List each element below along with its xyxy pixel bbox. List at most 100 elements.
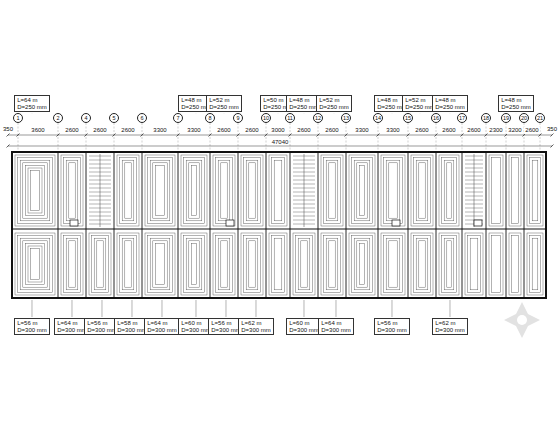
heating-coil xyxy=(321,155,343,226)
heating-coil xyxy=(444,238,454,290)
partition-wall xyxy=(142,152,143,298)
leader-line xyxy=(195,300,196,317)
loop-text: D=300 mm xyxy=(211,327,241,334)
heating-coil xyxy=(329,163,335,218)
partition-wall xyxy=(506,152,507,298)
heating-coil xyxy=(122,160,134,221)
dimension-tick xyxy=(113,134,116,137)
axis-line xyxy=(436,123,437,152)
partition-wall xyxy=(436,152,437,298)
heating-coil xyxy=(298,238,310,290)
grid-bubble: 17 xyxy=(457,113,467,123)
heating-coil xyxy=(349,155,375,226)
heating-coil xyxy=(416,160,428,221)
heating-coil xyxy=(15,233,55,295)
heating-coil xyxy=(509,155,521,226)
grid-bubble: 15 xyxy=(403,113,413,123)
loop-text: D=300 mm xyxy=(17,327,47,334)
dimension-text: 2600 xyxy=(64,127,79,134)
heating-coil xyxy=(439,233,459,295)
heating-coil xyxy=(191,165,196,215)
loop-text: L=64 m xyxy=(57,320,87,327)
loop-tag: L=48 mD=250 mm xyxy=(432,95,468,112)
loop-text: D=250 mm xyxy=(289,104,319,111)
heating-coil xyxy=(414,158,431,224)
dimension-tick xyxy=(265,134,268,137)
heating-coil xyxy=(442,236,457,293)
heating-coil xyxy=(269,155,287,226)
heating-coil xyxy=(381,233,405,295)
heating-coil xyxy=(28,168,42,213)
heating-coil xyxy=(64,158,81,224)
heating-coil xyxy=(66,160,78,221)
dimension-text: 3300 xyxy=(152,127,167,134)
heating-coil xyxy=(148,236,173,293)
heating-coil xyxy=(293,233,315,295)
loop-text: D=250 mm xyxy=(501,104,531,111)
heating-coil xyxy=(249,163,255,218)
loop-text: L=48 m xyxy=(435,97,465,104)
heating-coil xyxy=(272,158,285,224)
dimension-text: 2600 xyxy=(120,127,135,134)
leader-line xyxy=(31,113,32,114)
heating-coil xyxy=(61,233,83,295)
axis-line xyxy=(346,123,347,152)
loop-text: L=64 m xyxy=(321,320,351,327)
heating-coil xyxy=(447,241,451,287)
heating-coil xyxy=(125,241,131,287)
grid-bubble: 5 xyxy=(109,113,119,123)
stair-rail xyxy=(304,154,305,227)
heating-coil xyxy=(92,236,109,293)
heating-coil xyxy=(186,238,202,290)
loop-text: D=250 mm xyxy=(17,104,47,111)
dimension-text: 2600 xyxy=(466,127,481,134)
heating-coil xyxy=(274,238,282,290)
manifold-symbol xyxy=(392,220,400,226)
loop-tag: L=64 mD=300 mm xyxy=(144,318,180,335)
loop-text: L=64 m xyxy=(147,320,177,327)
grid-bubble: 4 xyxy=(81,113,91,123)
grid-bubble: 19 xyxy=(501,113,511,123)
heating-coil xyxy=(386,238,400,290)
dimension-tick xyxy=(57,134,60,137)
stair-rail xyxy=(474,154,475,227)
heating-coil xyxy=(269,233,287,295)
loop-tag: L=48 mD=250 mm xyxy=(498,95,534,112)
dimension-line xyxy=(8,135,552,136)
partition-wall xyxy=(346,152,347,298)
dimension-tick xyxy=(7,134,10,137)
loop-text: L=62 m xyxy=(435,320,465,327)
dimension-text: 3000 xyxy=(270,127,285,134)
heating-coil xyxy=(509,233,521,295)
grid-bubble: 8 xyxy=(205,113,215,123)
heating-coil xyxy=(181,233,207,295)
heating-coil xyxy=(492,236,501,293)
heating-coil xyxy=(150,238,170,290)
grid-bubble: 18 xyxy=(481,113,491,123)
heating-coil xyxy=(153,241,167,287)
heating-coil xyxy=(512,236,519,293)
loop-text: D=250 mm xyxy=(435,104,465,111)
leader-line xyxy=(335,300,336,317)
partition-wall xyxy=(86,152,87,298)
manifold-symbol xyxy=(226,220,234,226)
heating-coil xyxy=(150,160,170,221)
dimension-text: 3300 xyxy=(354,127,369,134)
leader-line xyxy=(225,300,226,317)
loop-tag: L=52 mD=250 mm xyxy=(206,95,242,112)
heating-coil xyxy=(447,163,451,218)
dimension-tick xyxy=(7,145,10,148)
leader-line xyxy=(255,300,256,317)
partition-wall xyxy=(378,152,379,298)
loop-text: L=58 m xyxy=(117,320,147,327)
heating-coil xyxy=(221,241,227,287)
loop-text: D=250 mm xyxy=(319,104,349,111)
partition-wall xyxy=(210,152,211,298)
dimension-text: 3600 xyxy=(30,127,45,134)
heating-coil xyxy=(411,155,433,226)
dimension-tick xyxy=(407,134,410,137)
dimension-text: 2600 xyxy=(441,127,456,134)
partition-wall xyxy=(462,152,463,298)
loop-text: L=56 m xyxy=(17,320,47,327)
